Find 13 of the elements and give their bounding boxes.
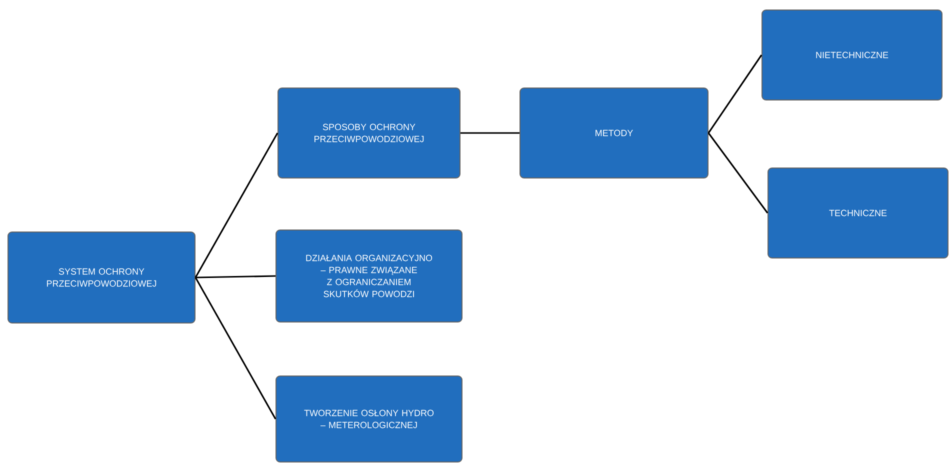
process-box: SYSTEM OCHRONY PRZECIWPOWODZIOWEJ <box>8 232 196 324</box>
process-box: METODY <box>520 88 708 178</box>
connector-line <box>708 132 768 214</box>
process-box: TWORZENIE OSŁONY HYDRO – METEROLOGICZNEJ <box>276 376 462 462</box>
process-box: TECHNICZNE <box>768 168 948 258</box>
connector-line <box>194 132 278 278</box>
connector-line <box>194 277 276 420</box>
process-box: NIETECHNICZNE <box>762 10 942 100</box>
process-box: SPOSOBY OCHRONY PRZECIWPOWODZIOWEJ <box>278 88 460 178</box>
connector-line <box>708 54 762 134</box>
process-box: DZIAŁANIA ORGANIZACYJNO – PRAWNE ZWIĄZANE Z OGRANICZANIEM SKUTKÓW POWODZI <box>276 230 462 322</box>
connector-line <box>460 132 520 134</box>
connector-line <box>196 275 276 278</box>
